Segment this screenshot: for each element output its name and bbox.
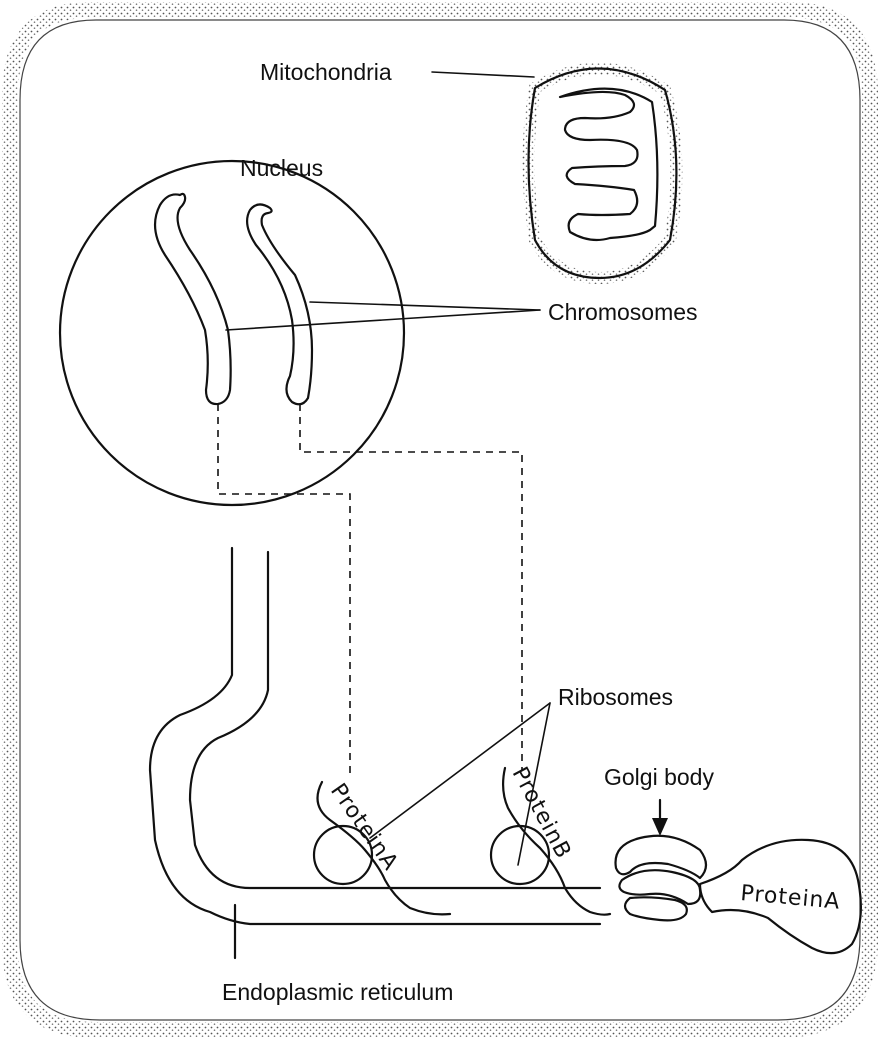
mitochondria-leader-line (432, 72, 534, 77)
mitochondrion (529, 68, 677, 278)
mitochondrion-cristae (560, 89, 657, 240)
mrna-path-a (218, 404, 350, 778)
nucleus-label: Nucleus (240, 155, 323, 181)
endoplasmic-reticulum-label: Endoplasmic reticulum (222, 979, 453, 1005)
cell-membrane-inner-edge (20, 20, 860, 1020)
golgi-body-label: Golgi body (604, 764, 714, 790)
chromosomes-leader-lines (226, 302, 540, 330)
nucleus-envelope (60, 161, 404, 505)
chromosomes-label: Chromosomes (548, 299, 698, 325)
endoplasmic-reticulum (150, 548, 600, 924)
vesicle-protein-label: ProteinA (739, 881, 841, 915)
mrna-path-b (300, 404, 522, 770)
chromosome-right (247, 204, 312, 404)
golgi-arrow (652, 800, 668, 836)
golgi-body (616, 836, 707, 921)
chromosome-left (155, 194, 231, 404)
ribosomes-label: Ribosomes (558, 684, 673, 710)
mitochondria-label: Mitochondria (260, 59, 392, 85)
cell-membrane (10, 10, 870, 1030)
